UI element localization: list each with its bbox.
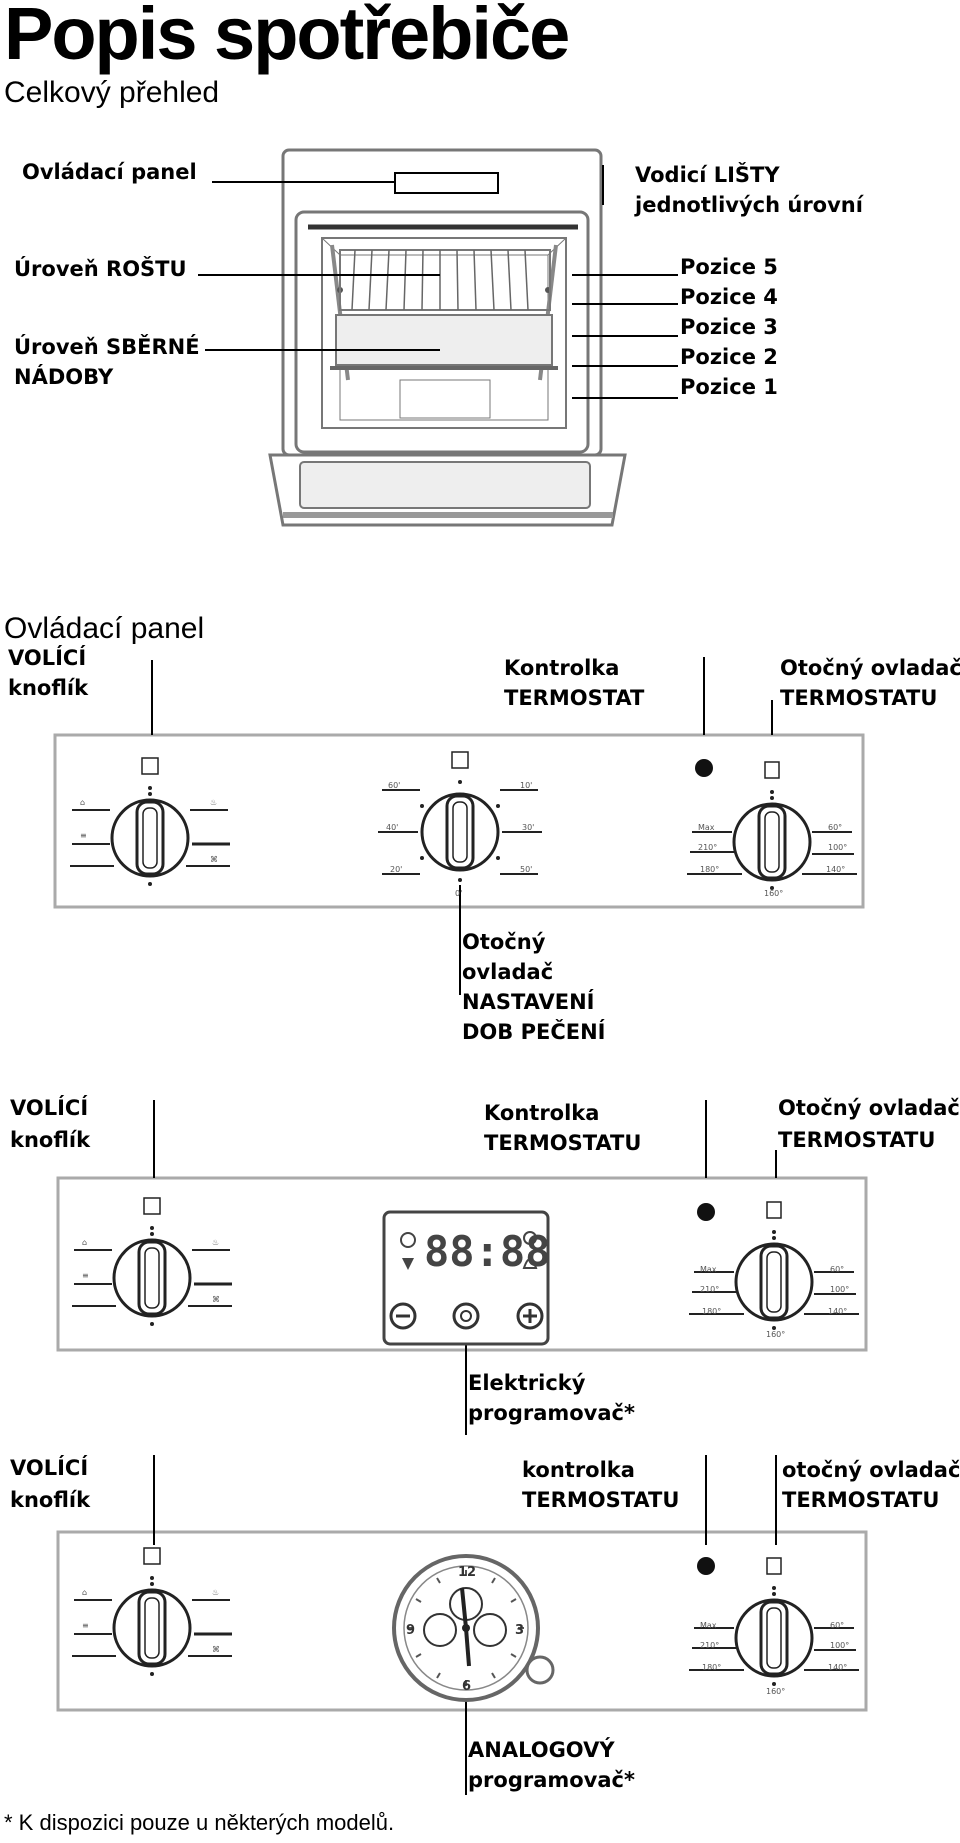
- plus-button[interactable]: [516, 1302, 544, 1330]
- label-rails-2: jednotlivých úrovní: [635, 193, 863, 217]
- thermo-tick: Max: [698, 823, 715, 832]
- thermo-tick: 210°: [698, 843, 717, 852]
- p3-thermo-label-2: TERMOSTATU: [782, 1488, 940, 1512]
- p3-thermo-label-1: otočný ovladač: [782, 1458, 960, 1482]
- thermo-tick: 100°: [830, 1641, 849, 1650]
- p2-thermo-label-2: TERMOSTATU: [778, 1128, 936, 1152]
- thermo-tick: 100°: [830, 1285, 849, 1294]
- p2-selector-label-1: VOLÍCÍ: [10, 1096, 89, 1120]
- p1-timer-label-2: ovladač: [462, 960, 554, 984]
- p2-selector-label-2: knoflík: [10, 1128, 91, 1152]
- label-tray-level-2: NÁDOBY: [14, 365, 114, 389]
- thermo-tick: 160°: [766, 1687, 785, 1696]
- p1-selector-label-1: VOLÍCÍ: [8, 646, 87, 670]
- p3-programmer-label-1: ANALOGOVÝ: [468, 1738, 615, 1762]
- label-rails-1: Vodicí LIŠTY: [635, 163, 780, 187]
- clock-numeral: 9: [406, 1623, 415, 1638]
- timer-tick: 30': [522, 823, 534, 832]
- p3-programmer-label-2: programovač*: [468, 1768, 635, 1792]
- clock-adjust-knob[interactable]: [525, 1655, 555, 1685]
- thermo-tick: 140°: [828, 1663, 847, 1672]
- label-tray-level-1: Úroveň SBĚRNÉ: [14, 335, 200, 359]
- timer-tick: 40': [386, 823, 398, 832]
- thermo-tick: 60°: [830, 1621, 844, 1630]
- p1-lamp-label-1: Kontrolka: [504, 656, 620, 680]
- p1-timer-label-3: NASTAVENÍ: [462, 990, 595, 1014]
- footnote: * K dispozici pouze u některých modelů.: [4, 1810, 395, 1835]
- thermo-tick: 210°: [700, 1285, 719, 1294]
- label-position-3: Pozice 3: [680, 315, 778, 339]
- p2-thermo-label-1: Otočný ovladač: [778, 1096, 960, 1120]
- thermo-tick: 160°: [766, 1330, 785, 1339]
- p2-lamp-label-1: Kontrolka: [484, 1101, 600, 1125]
- label-grill-level: Úroveň ROŠTU: [14, 257, 187, 281]
- thermo-tick: 60°: [830, 1265, 844, 1274]
- p3-selector-label-2: knoflík: [10, 1488, 91, 1512]
- thermo-tick: Max: [700, 1265, 717, 1274]
- timer-tick: 60': [388, 781, 400, 790]
- p1-thermo-label-2: TERMOSTATU: [780, 686, 938, 710]
- clock-button[interactable]: [452, 1302, 480, 1330]
- timer-tick: 10': [520, 781, 532, 790]
- p1-thermo-label-1: Otočný ovladač: [780, 656, 960, 680]
- thermo-tick: 100°: [828, 843, 847, 852]
- analog-clock: [392, 1554, 540, 1702]
- label-position-5: Pozice 5: [680, 255, 778, 279]
- thermo-tick: Max: [700, 1621, 717, 1630]
- p1-timer-label-1: Otočný: [462, 930, 546, 954]
- timer-tick: 20': [390, 865, 402, 874]
- p1-timer-label-4: DOB PEČENÍ: [462, 1020, 606, 1044]
- label-control-panel: Ovládací panel: [22, 160, 197, 184]
- thermo-tick: 180°: [700, 865, 719, 874]
- p1-selector-label-2: knoflík: [8, 676, 89, 700]
- minus-button[interactable]: [389, 1302, 417, 1330]
- control-panel-title: Ovládací panel: [4, 612, 205, 645]
- thermo-tick: 160°: [764, 889, 783, 898]
- clock-numeral: 3: [515, 1623, 524, 1638]
- thermo-tick: 210°: [700, 1641, 719, 1650]
- p3-lamp-label-1: kontrolka: [522, 1458, 635, 1482]
- clock-numeral: 12: [458, 1565, 476, 1580]
- timer-tick: 0': [455, 889, 462, 898]
- thermo-tick: 180°: [702, 1307, 721, 1316]
- thermo-tick: 140°: [828, 1307, 847, 1316]
- timer-tick: 50': [520, 865, 532, 874]
- label-position-4: Pozice 4: [680, 285, 778, 309]
- overview-title: Celkový přehled: [4, 76, 220, 109]
- page-title: Popis spotřebiče: [4, 0, 570, 75]
- label-position-2: Pozice 2: [680, 345, 778, 369]
- thermo-tick: 60°: [828, 823, 842, 832]
- thermo-tick: 140°: [826, 865, 845, 874]
- p2-lamp-label-2: TERMOSTATU: [484, 1131, 642, 1155]
- p2-programmer-label-2: programovač*: [468, 1401, 635, 1425]
- p3-selector-label-1: VOLÍCÍ: [10, 1456, 89, 1480]
- clock-numeral: 6: [462, 1679, 471, 1694]
- p3-lamp-label-2: TERMOSTATU: [522, 1488, 680, 1512]
- thermo-tick: 180°: [702, 1663, 721, 1672]
- p2-programmer-label-1: Elektrický: [468, 1371, 586, 1395]
- p1-lamp-label-2: TERMOSTAT: [504, 686, 645, 710]
- label-position-1: Pozice 1: [680, 375, 778, 399]
